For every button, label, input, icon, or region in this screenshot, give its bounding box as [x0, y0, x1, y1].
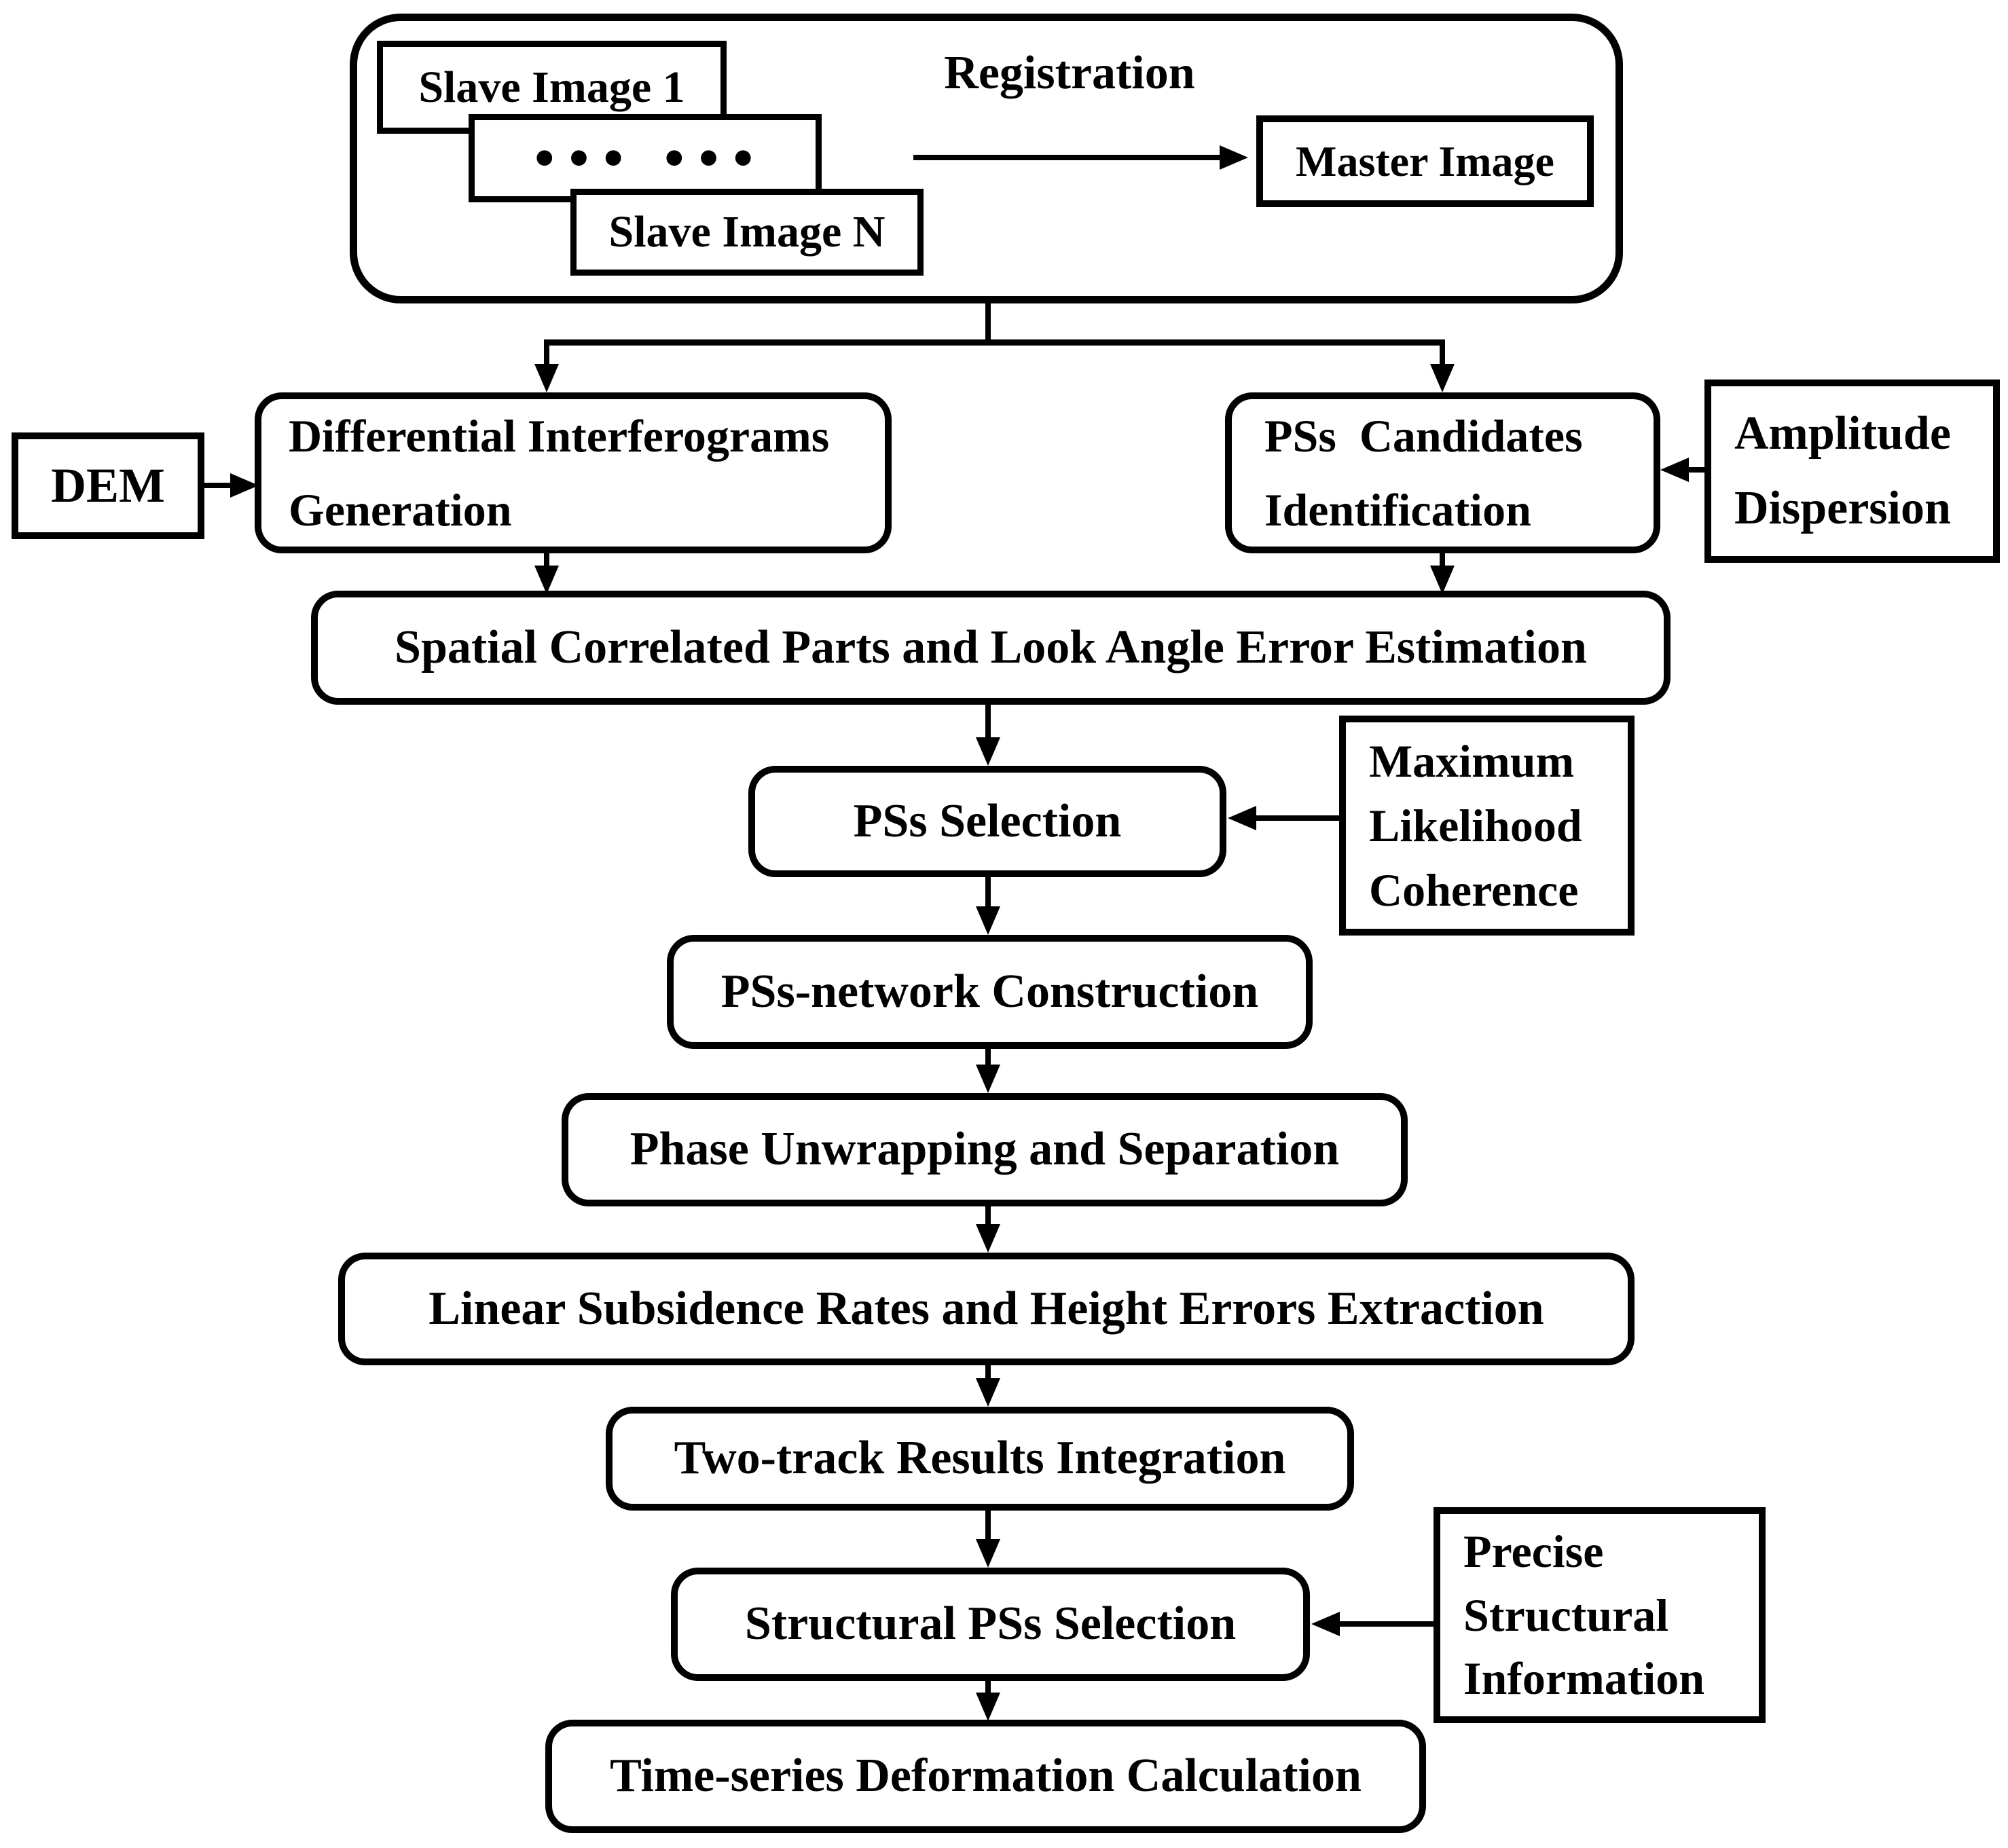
mlc-line-3: Coherence [1369, 864, 1579, 916]
psscandidates-to-spatial-arrowhead-icon [1430, 566, 1455, 594]
node-pss-selection: PSs Selection [748, 766, 1226, 877]
connector-topgroup-stem [985, 301, 991, 345]
connector-phase-to-linear [985, 1206, 991, 1225]
connector-differential-to-spatial [544, 553, 549, 568]
node-spatial-correlated-estimation: Spatial Correlated Parts and Look Angle … [311, 591, 1671, 705]
structural-to-timeseries-arrowhead-icon [976, 1693, 1000, 1721]
selection-to-network-arrowhead-icon [976, 906, 1000, 935]
differential-line-2: Generation [289, 483, 512, 536]
registration-arrow-line [913, 155, 1222, 160]
pss-candidates-line-2: Identification [1264, 483, 1531, 536]
differential-line-1: Differential Interferograms [289, 410, 830, 462]
dem-arrow-line [204, 483, 234, 488]
psi-arrowhead-icon [1311, 1612, 1340, 1636]
branch-left-arrowhead-icon [534, 364, 559, 392]
registration-arrowhead-icon [1220, 145, 1248, 170]
mlc-line-2: Likelihood [1369, 799, 1582, 851]
master-image-label: Master Image [1296, 136, 1554, 185]
node-two-track-results-integration: Two-track Results Integration [606, 1407, 1354, 1511]
mlc-line-1: Maximum [1369, 735, 1575, 787]
psi-line-1: Precise [1463, 1526, 1604, 1578]
connector-network-to-phase [985, 1049, 991, 1066]
connector-structural-to-timeseries [985, 1681, 991, 1694]
node-phase-unwrapping-separation: Phase Unwrapping and Separation [562, 1093, 1408, 1206]
connector-linear-to-twotrack [985, 1365, 991, 1380]
amplitude-line-2: Dispersion [1734, 481, 1951, 534]
twotrack-to-structural-arrowhead-icon [976, 1539, 1000, 1568]
pss-network-label: PSs-network Construction [720, 965, 1259, 1018]
slave-image-1-label: Slave Image 1 [418, 62, 685, 112]
phase-label: Phase Unwrapping and Separation [629, 1123, 1340, 1176]
node-precise-structural-information: Precise Structural Information [1434, 1507, 1766, 1723]
network-to-phase-arrowhead-icon [976, 1065, 1000, 1093]
registration-label: Registration [910, 46, 1229, 100]
branch-right-arrowhead-icon [1430, 364, 1455, 392]
linear-label: Linear Subsidence Rates and Height Error… [428, 1282, 1544, 1335]
node-slave-image-n: Slave Image N [570, 189, 924, 276]
dem-label: DEM [51, 458, 165, 513]
slave-image-n-label: Slave Image N [608, 207, 886, 257]
spatial-to-selection-arrowhead-icon [976, 737, 1000, 766]
node-amplitude-dispersion: Amplitude Dispersion [1704, 380, 2000, 563]
connector-branch-right [1440, 339, 1445, 367]
mlc-arrowhead-icon [1228, 806, 1256, 830]
psi-line-2: Structural [1463, 1589, 1669, 1641]
ellipsis-label: ··· ··· [528, 105, 762, 210]
amplitude-arrowhead-icon [1660, 458, 1689, 482]
connector-spatial-to-selection [985, 705, 991, 740]
psi-arrow-line [1337, 1621, 1434, 1627]
node-differential-interferograms-generation: Differential Interferograms Generation [255, 392, 892, 553]
connector-psscandidates-to-spatial [1440, 553, 1445, 568]
psi-line-3: Information [1463, 1652, 1705, 1705]
connector-twotrack-to-structural [985, 1511, 991, 1540]
node-pss-candidates-identification: PSs Candidates Identification [1225, 392, 1660, 553]
linear-to-twotrack-arrowhead-icon [976, 1378, 1000, 1407]
node-pss-network-construction: PSs-network Construction [667, 935, 1313, 1049]
structural-label: Structural PSs Selection [744, 1597, 1237, 1650]
node-structural-pss-selection: Structural PSs Selection [671, 1568, 1310, 1681]
node-time-series-deformation-calculation: Time-series Deformation Calculation [545, 1720, 1426, 1833]
node-master-image: Master Image [1256, 115, 1594, 207]
mlc-arrow-line [1254, 815, 1339, 821]
node-dem: DEM [12, 432, 204, 539]
amplitude-arrow-line [1685, 467, 1705, 473]
differential-to-spatial-arrowhead-icon [534, 566, 559, 594]
registration-text: Registration [944, 47, 1195, 99]
connector-branch-horizontal [544, 339, 1445, 346]
dem-arrowhead-icon [230, 473, 259, 498]
connector-branch-left [544, 339, 549, 367]
spatial-label: Spatial Correlated Parts and Look Angle … [395, 621, 1587, 673]
pss-candidates-line-1: PSs Candidates [1264, 410, 1583, 462]
node-maximum-likelihood-coherence: Maximum Likelihood Coherence [1339, 716, 1635, 936]
time-series-label: Time-series Deformation Calculation [610, 1750, 1362, 1803]
two-track-label: Two-track Results Integration [674, 1432, 1286, 1485]
connector-selection-to-network [985, 877, 991, 908]
amplitude-line-1: Amplitude [1734, 407, 1951, 460]
pss-selection-label: PSs Selection [853, 794, 1122, 847]
phase-to-linear-arrowhead-icon [976, 1224, 1000, 1253]
node-linear-subsidence-extraction: Linear Subsidence Rates and Height Error… [338, 1253, 1635, 1365]
